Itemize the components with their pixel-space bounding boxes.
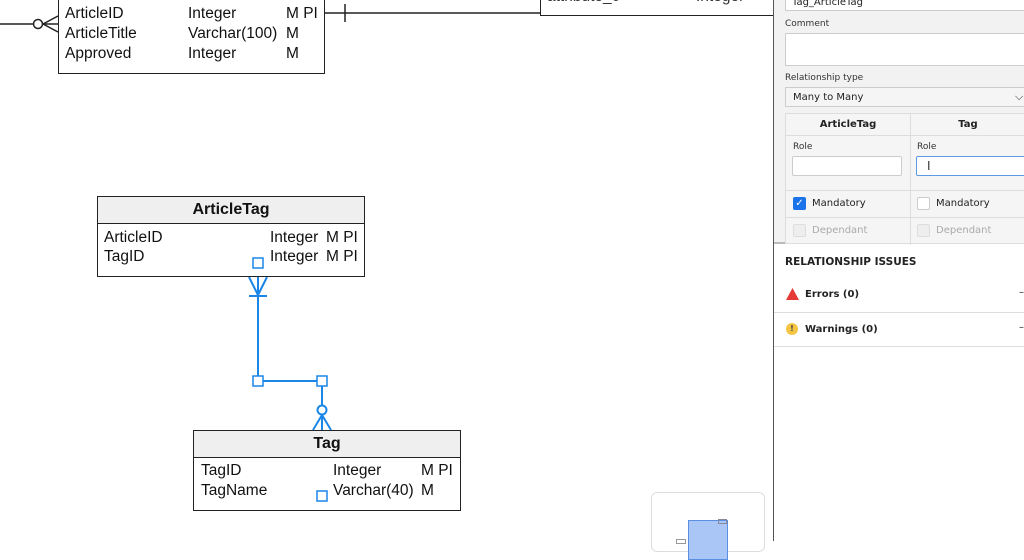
attr-type: Varchar(40) — [333, 482, 414, 499]
column-header-articletag: ArticleTag — [819, 119, 877, 130]
attr-type: Varchar(100) — [188, 25, 278, 42]
attr-type: Integer — [188, 5, 237, 22]
collapse-icon[interactable]: – — [1019, 322, 1024, 333]
attr-flags: M — [286, 25, 299, 42]
comment-label: Comment — [785, 19, 830, 29]
warnings-label: Warnings (0) — [805, 324, 878, 335]
collapse-icon[interactable]: – — [1019, 287, 1024, 298]
dependant-label: Dependant — [936, 225, 992, 236]
attr-type: Integer — [188, 45, 237, 62]
handle — [252, 375, 264, 387]
errors-label: Errors (0) — [805, 289, 860, 300]
attr-flags: M — [286, 45, 299, 62]
tag-dependant-checkbox — [917, 224, 930, 237]
articletag-dependant-checkbox — [793, 224, 806, 237]
entity-title: ArticleTag — [98, 197, 364, 224]
attr-type: Integer — [333, 462, 382, 479]
entity-title: Tag — [194, 431, 460, 458]
role-label: Role — [917, 142, 937, 152]
roles-table: ArticleTag Tag Role Role I ✓ Mandatory M… — [785, 113, 1024, 245]
optional-circle — [32, 18, 44, 30]
text-cursor-icon: I — [927, 159, 931, 173]
attr-name: TagName — [201, 482, 268, 499]
attr-name: Approved — [65, 45, 132, 62]
handle — [316, 375, 328, 387]
articletag-role-input[interactable] — [792, 156, 902, 176]
minimap-viewport[interactable] — [688, 520, 728, 560]
articletag-mandatory-checkbox[interactable]: ✓ — [793, 197, 806, 210]
warnings-section[interactable]: ! Warnings (0) – — [774, 313, 1024, 347]
relationship-type-value: Many to Many — [793, 92, 864, 103]
attr-name: ArticleID — [104, 229, 163, 246]
name-input[interactable]: Tag_ArticleTag — [785, 0, 1024, 11]
attr-type: Integer — [270, 229, 319, 246]
column-header-tag: Tag — [958, 119, 978, 130]
attr-flags: M PI — [286, 5, 318, 22]
warning-icon: ! — [786, 323, 798, 335]
attr-flags: M — [421, 482, 434, 499]
relationship-type-label: Relationship type — [785, 73, 864, 83]
chevron-down-icon: ⌵ — [1015, 90, 1024, 103]
properties-panel: Tag_ArticleTag Comment Relationship type… — [773, 0, 1024, 541]
attr-flags: M PI — [421, 462, 453, 479]
issues-title: RELATIONSHIP ISSUES — [785, 256, 917, 268]
role-label: Role — [793, 142, 813, 152]
attr-flags: M PI — [326, 248, 358, 265]
attr-name: TagID — [104, 248, 145, 265]
entity-tag[interactable]: Tag TagID Integer M PI TagName Varchar(4… — [193, 430, 461, 511]
error-triangle-icon — [786, 288, 799, 300]
relationship-type-select[interactable]: Many to Many ⌵ — [785, 87, 1024, 107]
attr-name: attribute_0 — [547, 0, 620, 6]
entity-other[interactable]: attribute_0 Integer — [540, 0, 780, 16]
attr-flags: M PI — [326, 229, 358, 246]
mandatory-label: Mandatory — [936, 198, 990, 209]
diagram-canvas[interactable]: ArticleID Integer M PI ArticleTitle Varc… — [0, 0, 780, 560]
attr-type: Integer — [270, 248, 319, 265]
name-value: Tag_ArticleTag — [792, 0, 863, 8]
attr-name: TagID — [201, 462, 242, 479]
tag-role-input[interactable]: I — [916, 156, 1024, 176]
tag-mandatory-checkbox[interactable] — [917, 197, 930, 210]
entity-article[interactable]: ArticleID Integer M PI ArticleTitle Varc… — [58, 0, 325, 74]
errors-section[interactable]: Errors (0) – — [774, 278, 1024, 313]
minimap[interactable] — [651, 492, 765, 560]
relationship-properties: Tag_ArticleTag Comment Relationship type… — [774, 0, 1024, 245]
dependant-label: Dependant — [812, 225, 868, 236]
attr-type: Integer — [696, 0, 744, 6]
attr-name: ArticleTitle — [65, 25, 137, 42]
attr-name: ArticleID — [65, 5, 124, 22]
mandatory-label: Mandatory — [812, 198, 866, 209]
comment-input[interactable] — [785, 33, 1024, 66]
entity-articletag[interactable]: ArticleTag ArticleID Integer M PI TagID … — [97, 196, 365, 277]
